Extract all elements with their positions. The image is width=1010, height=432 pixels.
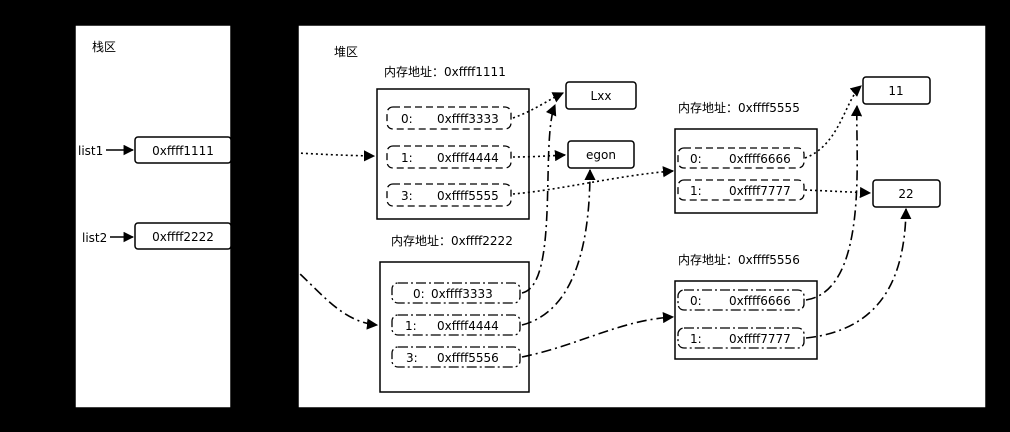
list-slot [677,327,805,349]
value-text: 22 [898,187,913,201]
value-text: egon [586,148,616,162]
heap-area-title: 堆区 [334,45,358,59]
pointer-arrow [805,207,912,339]
slot-pointer: 0xffff4444 [437,151,499,165]
list-address-label: 内存地址：0xffff5556 [678,253,800,267]
list-address-label: 内存地址：0xffff5555 [678,101,800,115]
slot-pointer: 0xffff3333 [437,112,499,126]
var-name-list1: list1 [78,144,103,158]
var-box-list2 [134,222,232,250]
slot-pointer: 0xffff7777 [729,184,791,198]
var-value-list2: 0xffff2222 [152,230,214,244]
pointer-arrow [805,104,863,301]
slot-index: 0: [690,294,702,308]
pointer-arrow [804,85,862,159]
pointer-arrow [512,150,567,162]
list-slot [677,179,805,201]
slot-pointer: 0xffff5556 [437,351,499,365]
pointer-arrow [230,149,376,162]
slot-index: 1: [690,332,702,346]
slot-index: 1: [690,184,702,198]
slot-index: 1: [405,319,417,333]
slot-pointer: 0xffff5555 [437,189,499,203]
list-slot [386,183,512,207]
slot-index: 0: [690,152,702,166]
list-slot [386,145,512,169]
slot-pointer: 0xffff4444 [437,319,499,333]
pointer-arrow [521,103,557,294]
slot-pointer: 0xffff6666 [729,152,791,166]
list-slot [391,346,521,368]
pointer-arrow [512,92,565,119]
slot-pointer: 0xffff6666 [729,294,791,308]
list-slot [677,289,805,311]
slot-index: 0: [413,287,425,301]
slot-index: 1: [401,151,413,165]
list-slot [391,282,521,304]
list-slot [677,147,805,169]
slot-pointer: 0xffff7777 [729,332,791,346]
list-slot [386,106,512,130]
pointer-arrow [521,311,675,358]
value-text: 11 [888,84,903,98]
slot-pointer: 0xffff3333 [431,287,493,301]
value-object [872,179,941,208]
slot-index: 3: [401,189,413,203]
slot-index: 0: [401,112,413,126]
value-object [567,140,635,169]
var-name-list2: list2 [82,231,107,245]
value-text: Lxx [591,89,612,103]
var-value-list1: 0xffff1111 [152,144,214,158]
pointer-arrow [230,236,379,330]
value-object [862,76,931,105]
slot-index: 3: [406,351,418,365]
pointer-arrow [521,168,596,326]
stack-area-title: 栈区 [92,39,116,54]
list-slot [391,314,521,336]
stack-area [74,24,232,409]
pointer-arrow [804,186,872,199]
list-address-label: 内存地址：0xffff1111 [384,65,506,79]
value-object [565,81,637,110]
list-address-label: 内存地址：0xffff2222 [391,234,513,248]
pointer-arrow [512,166,675,195]
